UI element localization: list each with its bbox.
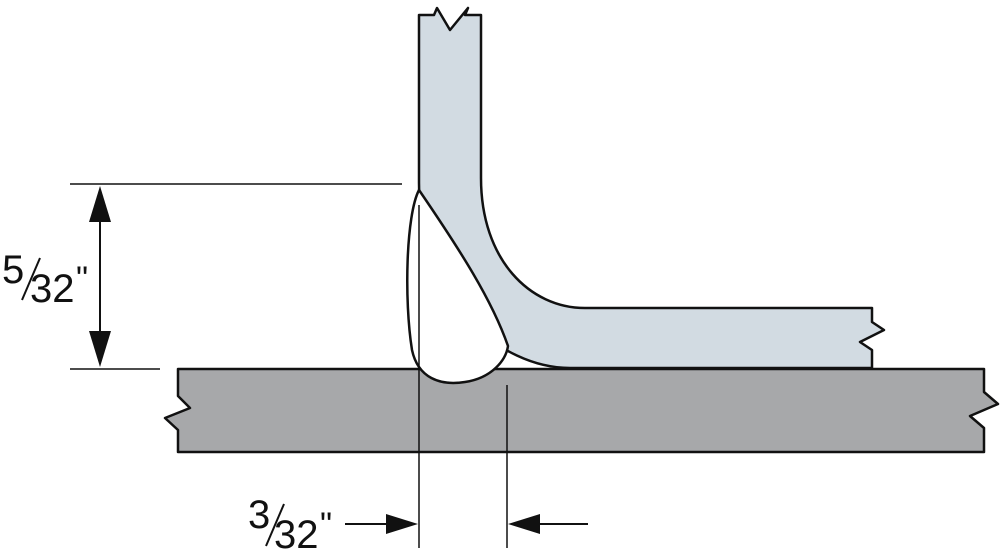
arrow-left-icon: [508, 514, 540, 534]
base-plate: [163, 367, 1000, 454]
arrow-up-icon: [89, 186, 111, 222]
horizontal-denominator: 32: [274, 513, 319, 556]
horizontal-dimension-label: 3 32 ": [248, 493, 332, 556]
arrow-right-icon: [386, 514, 418, 534]
horizontal-fraction-slash: [265, 503, 285, 547]
vertical-dimension-label: 5 32 ": [2, 248, 88, 311]
arrow-down-icon: [89, 331, 111, 367]
vertical-inch-mark: ": [76, 260, 88, 298]
vertical-fraction-slash: [21, 257, 41, 301]
horizontal-inch-mark: ": [320, 506, 332, 544]
vertical-numerator: 5: [2, 248, 24, 292]
vertical-denominator: 32: [30, 267, 75, 311]
horizontal-numerator: 3: [248, 493, 270, 537]
weld-bead: [406, 188, 510, 385]
